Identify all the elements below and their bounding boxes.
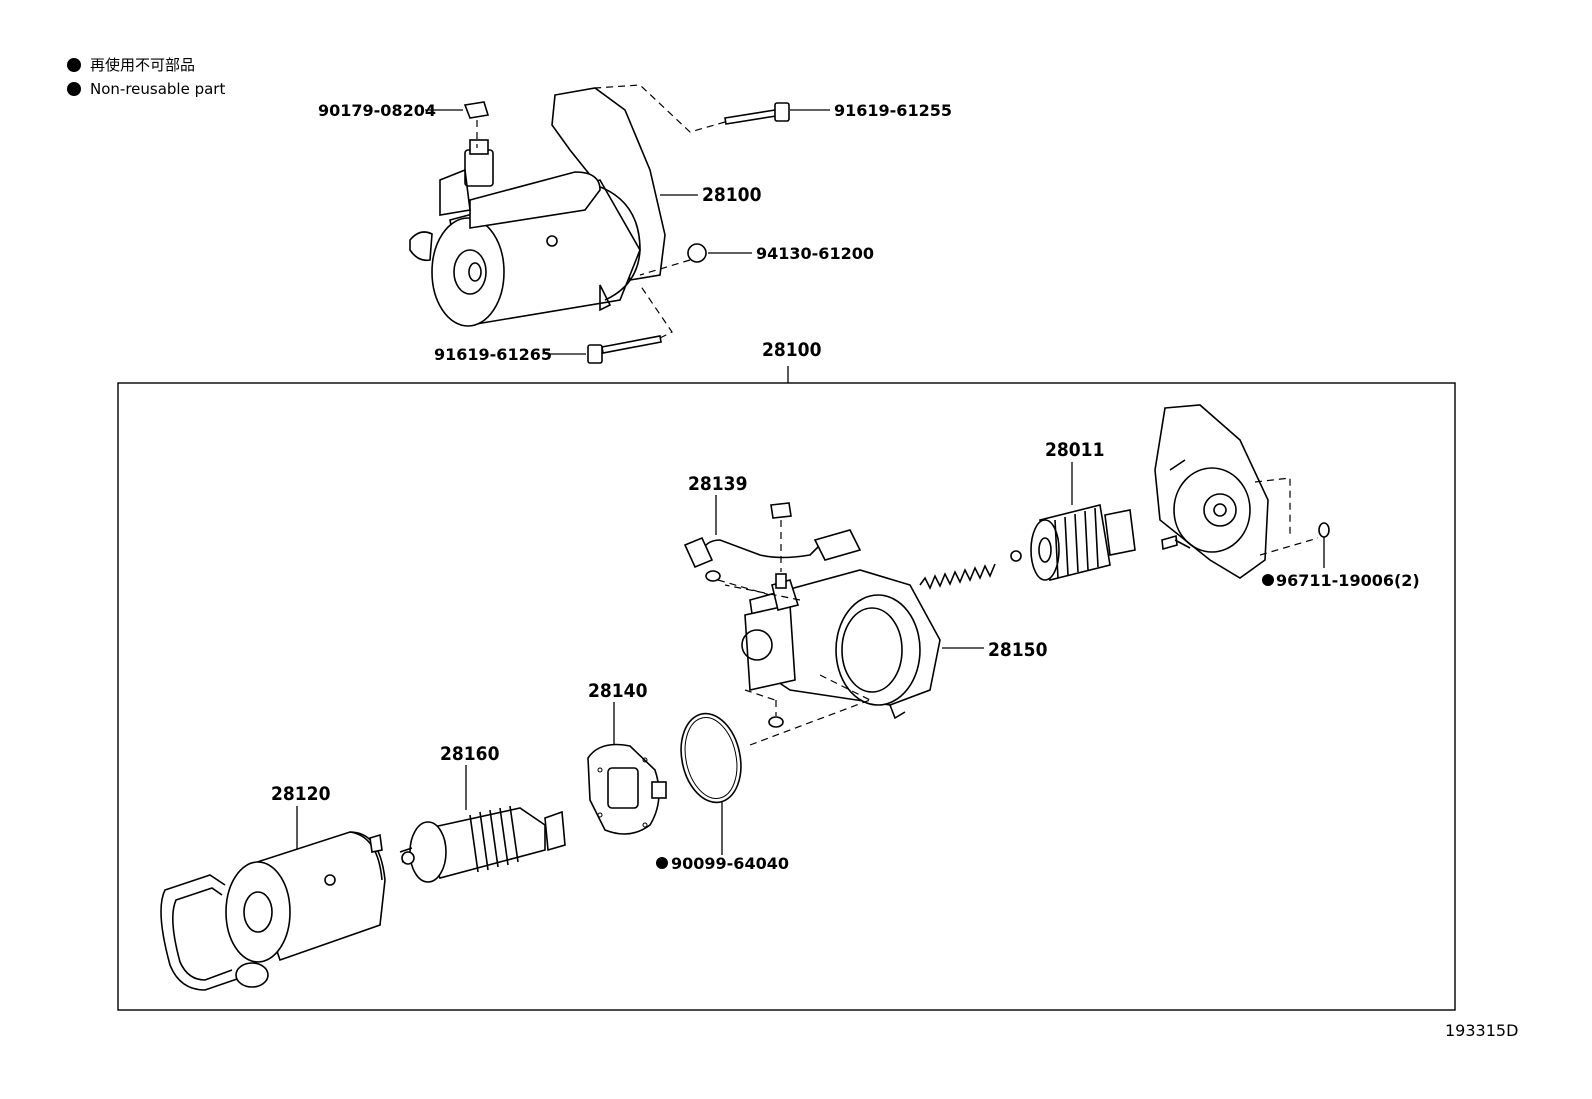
label-96711-19006: 96711-19006(2) [1276,571,1420,590]
starter-clutch-28011 [1030,504,1136,581]
starter-flange [551,87,666,281]
nut-90179 [463,101,490,148]
non-reusable-dot-icon [67,58,81,72]
armature-28160 [399,805,566,883]
non-reusable-dot-icon [67,82,81,96]
label-28150: 28150 [988,639,1048,661]
label-94130-61200: 94130-61200 [756,244,874,263]
illustration-code: 193315D [1445,1021,1518,1040]
steel-ball [1010,550,1022,562]
label-28100-group: 28100 [762,339,822,361]
starter-housing-28150 [724,569,941,746]
bolt-91619-61255 [594,84,790,133]
label-91619-61255: 91619-61255 [834,101,952,120]
lead-wire-28139 [683,529,862,596]
washer-94130 [639,243,707,276]
label-28160: 28160 [440,743,500,765]
solenoid-top [469,171,601,229]
label-91619-61265: 91619-61265 [434,345,552,364]
brush-holder-28140 [587,743,667,835]
non-reusable-dot-icon [1262,574,1274,586]
label-28011: 28011 [1045,439,1104,461]
label-28140: 28140 [588,680,648,702]
motor-end-cap [431,217,505,327]
drive-housing [1154,404,1319,579]
label-90179-08204: 90179-08204 [318,101,436,120]
o-ring-96711 [1318,522,1330,538]
non-reusable-dot-icon [656,857,668,869]
label-28120: 28120 [271,783,331,805]
legend-english: Non-reusable part [90,80,225,98]
label-90099-64040: 90099-64040 [671,854,789,873]
terminal-nut [770,502,792,519]
label-28100-top: 28100 [702,184,762,206]
return-spring [919,563,996,590]
legend-japanese: 再使用不可部品 [90,56,195,74]
o-ring-90099 [680,712,742,804]
label-28139: 28139 [688,473,747,495]
assembled-starter [409,87,666,327]
exploded-view-frame [117,382,1456,1011]
bolt-91619-61265 [587,284,673,364]
legend: 再使用不可部品 Non-reusable part [67,56,225,98]
yoke-28120 [160,831,386,991]
bottom-nut [768,716,784,728]
